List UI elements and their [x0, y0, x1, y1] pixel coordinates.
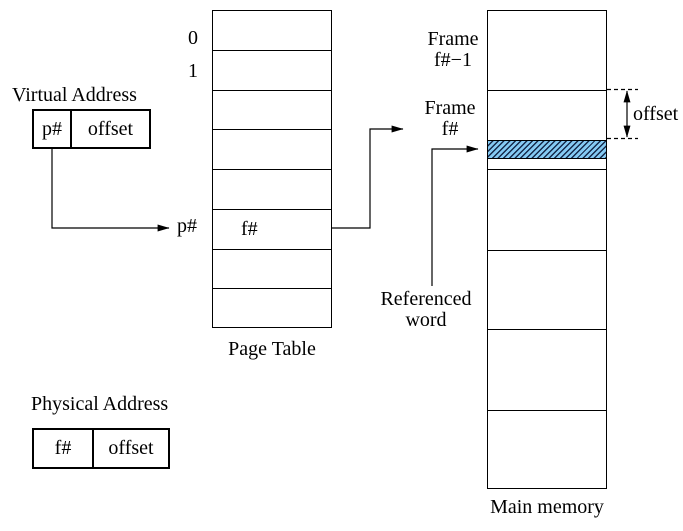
page-table: f#: [212, 10, 332, 328]
page-table-row-divider: [213, 249, 331, 250]
virtual-address-title: Virtual Address: [12, 84, 137, 106]
page-table-row-divider: [213, 169, 331, 170]
page-table-index-1: 1: [188, 60, 198, 82]
page-table-index-0: 0: [188, 27, 198, 49]
frame-divider: [488, 169, 606, 170]
virtual-address-box: p# offset: [32, 109, 151, 149]
frame-f-line1: Frame: [424, 97, 476, 119]
frame-f-minus1-line2: f#−1: [434, 49, 472, 71]
frame-divider: [488, 90, 606, 91]
frame-divider: [488, 410, 606, 411]
arrow-referenced-word: [431, 145, 479, 286]
page-table-row-divider: [213, 288, 331, 289]
main-memory-label: Main memory: [490, 496, 604, 518]
page-table-row-divider: [213, 50, 331, 51]
arrow-va-to-page-table: [51, 149, 170, 232]
frame-f-line2: f#: [441, 118, 459, 140]
arrow-entry-to-frame: [332, 125, 404, 229]
offset-dimension-label: offset: [633, 103, 679, 125]
frame-f-label: Frame f#: [410, 98, 490, 140]
page-table-row-divider: [213, 129, 331, 130]
frame-divider: [488, 329, 606, 330]
referenced-word-label: Referenced word: [374, 289, 478, 331]
virtual-address-page-number-cell: p#: [34, 111, 72, 147]
physical-address-box: f# offset: [32, 428, 170, 469]
main-memory: [487, 10, 607, 489]
referenced-word-line1: Referenced: [380, 288, 472, 310]
referenced-word-line2: word: [405, 309, 447, 331]
page-table-row-divider: [213, 90, 331, 91]
page-table-row-divider: [213, 209, 331, 210]
page-table-label: Page Table: [228, 338, 316, 360]
physical-address-frame-number-cell: f#: [34, 430, 94, 467]
physical-address-offset-cell: offset: [108, 437, 154, 459]
frame-divider: [488, 250, 606, 251]
frame-f-minus1-label: Frame f#−1: [413, 29, 493, 71]
virtual-address-offset-cell: offset: [87, 117, 134, 140]
referenced-word-cell: [488, 140, 606, 159]
physical-address-title: Physical Address: [31, 393, 169, 415]
page-table-entry-frame-number: f#: [241, 217, 258, 240]
frame-f-minus1-line1: Frame: [427, 28, 479, 50]
page-table-lookup-label: p#: [177, 215, 197, 237]
